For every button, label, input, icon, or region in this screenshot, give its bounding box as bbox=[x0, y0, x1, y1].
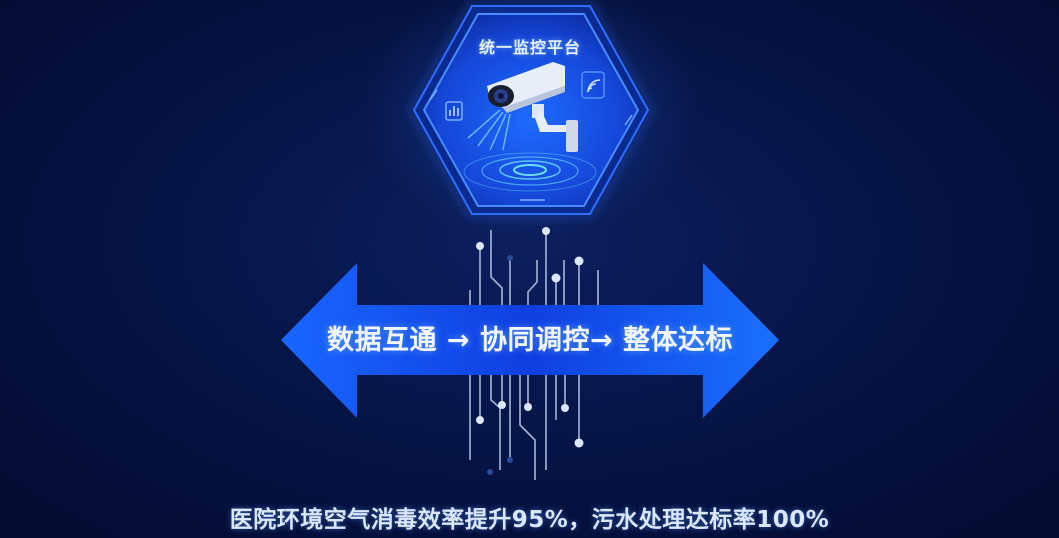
platform-title: 统一监控平台 bbox=[478, 38, 581, 57]
wifi-signal-icon bbox=[581, 71, 605, 99]
cctv-camera-icon bbox=[487, 62, 578, 152]
monitor-chart-icon bbox=[445, 101, 463, 121]
double-arrow bbox=[281, 263, 779, 418]
monitoring-hexagon bbox=[408, 2, 654, 218]
circuit-nodes bbox=[476, 227, 584, 283]
radar-ripple-icon bbox=[463, 152, 597, 192]
flow-steps-text: 数据互通 → 协同调控→ 整体达标 bbox=[327, 325, 733, 356]
results-caption: 医院环境空气消毒效率提升95%，污水处理达标率100% bbox=[229, 507, 830, 533]
